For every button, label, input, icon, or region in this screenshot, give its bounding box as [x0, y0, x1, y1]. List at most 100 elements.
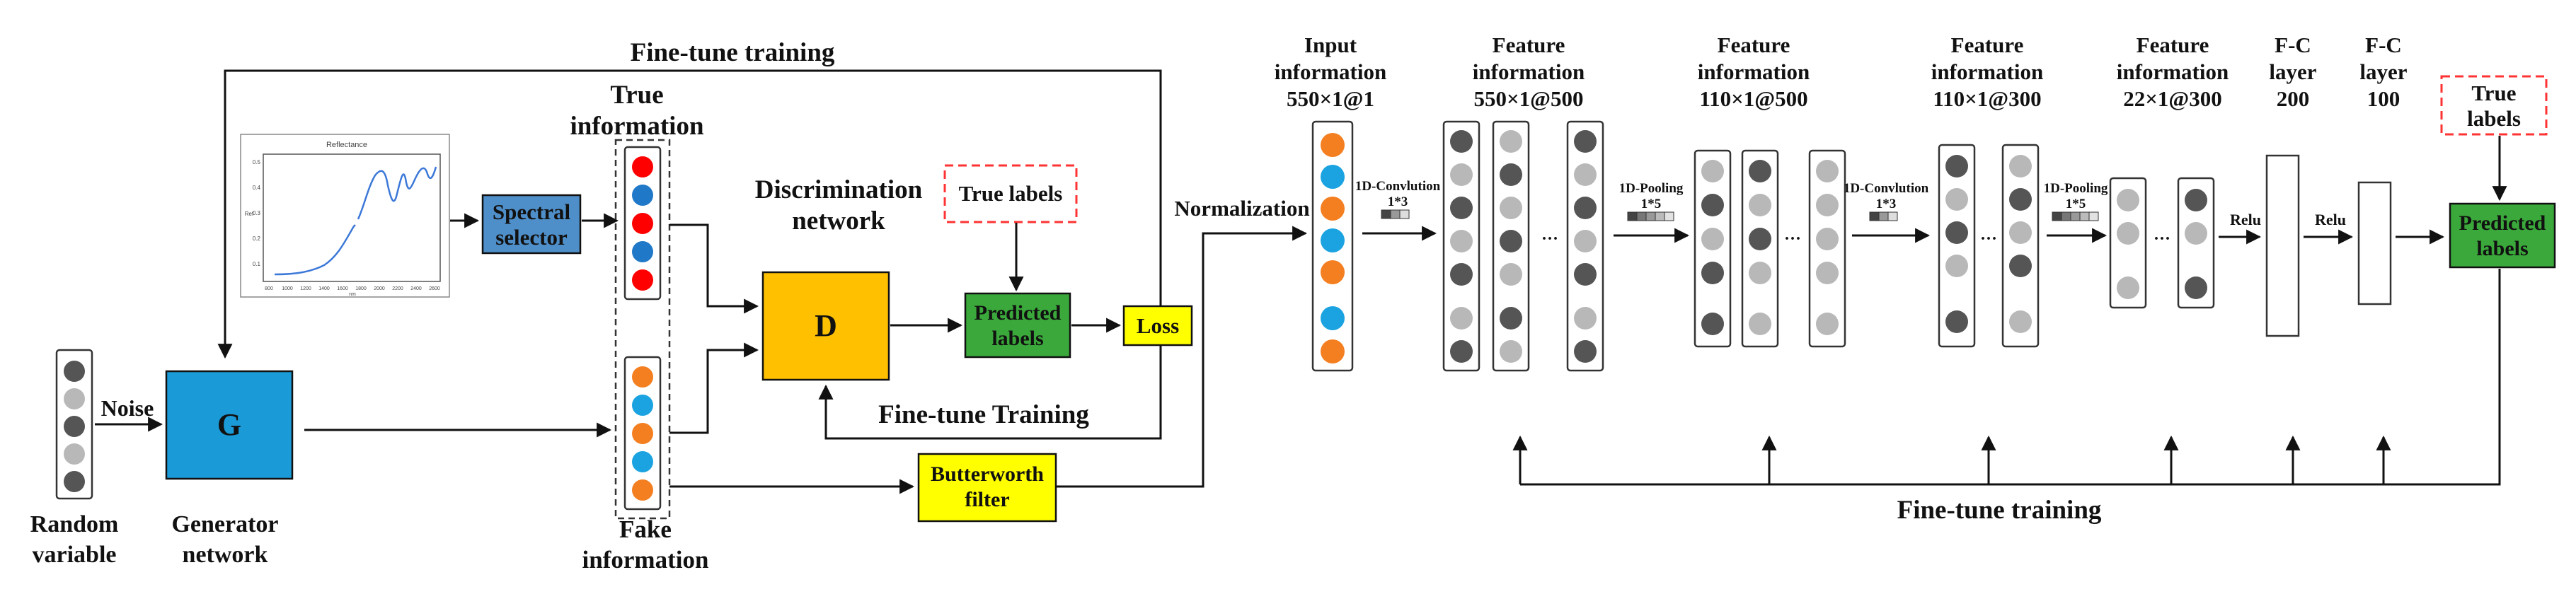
- layer-header-line: information: [1473, 59, 1585, 84]
- random-node: [64, 388, 85, 409]
- predicted-left-label-1: Predicted: [974, 301, 1062, 325]
- feature-node: [2009, 155, 2032, 177]
- layer-header-feature-2: Feature information 110×1@500: [1698, 33, 1810, 111]
- feature-node: [1816, 313, 1839, 335]
- random-node: [64, 471, 85, 492]
- feature-node: [1701, 313, 1724, 335]
- predicted-right-label-1: Predicted: [2459, 211, 2546, 235]
- feature-node: [1500, 263, 1522, 286]
- feature-node: [1500, 130, 1522, 153]
- feature-node: [1574, 197, 1597, 219]
- feature-node: [2009, 310, 2032, 333]
- layer-header-line: information: [1698, 59, 1810, 84]
- generator-label-2: network: [183, 542, 268, 568]
- layer-header-line: 110×1@300: [1933, 86, 2041, 111]
- feature-node: [1701, 160, 1724, 182]
- relu2-label: Relu: [2315, 211, 2346, 228]
- true-labels-right-label-1: True: [2471, 81, 2516, 105]
- info-group-dashed: [614, 139, 671, 520]
- pool2-label-1: 1D-Pooling: [2044, 181, 2108, 196]
- conv2-label-2: 1*3: [1876, 197, 1897, 211]
- feature-node: [1701, 194, 1724, 216]
- feature-node: [2185, 276, 2207, 299]
- input-node: [1321, 165, 1345, 189]
- feature-node: [1450, 230, 1473, 252]
- conv2-kernel-icon: [1869, 211, 1898, 221]
- spectrum-y-label: Ref: [245, 211, 254, 217]
- random-variable-label-1: Random: [30, 511, 119, 537]
- true-node: [632, 213, 653, 234]
- feature-node: [1749, 313, 1771, 335]
- spectrum-x-label: nm: [349, 292, 356, 297]
- layer-header-line: F-C: [2365, 33, 2402, 57]
- true-node: [632, 269, 653, 291]
- conv1-label-1: 1D-Convlution: [1355, 179, 1441, 194]
- x-tick: 1400: [318, 286, 330, 291]
- x-tick: 1800: [355, 286, 367, 291]
- layer-header-input: Input information 550×1@1: [1275, 33, 1386, 111]
- x-tick: 2000: [374, 286, 385, 291]
- feature-node: [1816, 262, 1839, 284]
- true-to-d-arrow: [669, 223, 759, 314]
- spectral-selector-label-2: selector: [495, 225, 568, 250]
- random-node: [64, 416, 85, 437]
- true-node: [632, 185, 653, 206]
- layer-header-line: 200: [2277, 86, 2310, 111]
- spectrum-x-ticks: 800 1000 1200 1400 1600 1800 2000 2200 2…: [265, 286, 440, 291]
- predicted-labels-right-box: [2449, 202, 2556, 269]
- spectrum-curve: [357, 166, 437, 220]
- butterworth-label-2: filter: [965, 488, 1009, 511]
- x-tick: 1200: [300, 286, 311, 291]
- layer-header-line: information: [1931, 59, 2043, 84]
- feature3-dots: ···: [1980, 230, 1997, 248]
- feature-node: [1574, 130, 1597, 153]
- true-node: [632, 156, 653, 177]
- feature-node: [1450, 163, 1473, 186]
- feature-node: [1816, 228, 1839, 250]
- true-labels-right-box: [2440, 75, 2548, 136]
- feature-node: [1816, 194, 1839, 216]
- fake-to-d-arrow: [669, 342, 759, 434]
- pool1-label-2: 1*5: [1641, 197, 1662, 211]
- feature-node: [1574, 340, 1597, 363]
- input-node: [1321, 339, 1345, 363]
- pool2-kernel-icon: [2052, 211, 2099, 221]
- d-box-label: D: [815, 308, 837, 343]
- layer-header-line: 550×1@500: [1474, 86, 1584, 111]
- generator-label-1: Generator: [171, 511, 278, 537]
- fine-tune-mid-loop: [818, 345, 1162, 440]
- feature-node: [1574, 163, 1597, 186]
- feature-node: [2117, 189, 2139, 211]
- butterworth-label-1: Butterworth: [931, 462, 1044, 486]
- y-tick: 0.2: [253, 235, 261, 242]
- layer-header-line: 100: [2367, 86, 2400, 111]
- pool2-label-2: 1*5: [2066, 197, 2086, 211]
- layer-header-line: 22×1@300: [2123, 86, 2222, 111]
- relu1-label: Relu: [2230, 211, 2261, 228]
- spectrum-y-ticks: 0.5 0.4 0.3 0.2 0.1: [253, 159, 261, 267]
- spectrum-curve: [274, 224, 356, 276]
- noise-label: Noise: [101, 395, 154, 421]
- feature-node: [1450, 263, 1473, 286]
- true-info-label-1: True: [610, 81, 663, 110]
- fine-tune-bottom-line: [1520, 269, 2501, 486]
- random-variable-label-2: variable: [33, 542, 117, 568]
- fake-node: [632, 479, 653, 501]
- feature-node: [2009, 188, 2032, 211]
- feature-node: [1749, 262, 1771, 284]
- input-node: [1321, 306, 1345, 330]
- layer-header-fc-100: F-C layer 100: [2359, 33, 2407, 111]
- input-node: [1321, 197, 1345, 221]
- true-info-label-2: information: [570, 112, 704, 141]
- conv1-kernel-icon: [1381, 209, 1410, 219]
- feature-node: [1945, 188, 1968, 211]
- feature-node: [1450, 130, 1473, 153]
- y-tick: 0.1: [253, 261, 261, 267]
- feature-node: [1701, 228, 1724, 250]
- pool1-kernel-icon: [1627, 211, 1674, 221]
- feature1-dots: ···: [1541, 230, 1558, 248]
- fine-tune-top-label: Fine-tune training: [631, 38, 835, 67]
- loss-label: Loss: [1137, 313, 1179, 338]
- random-node: [64, 443, 85, 465]
